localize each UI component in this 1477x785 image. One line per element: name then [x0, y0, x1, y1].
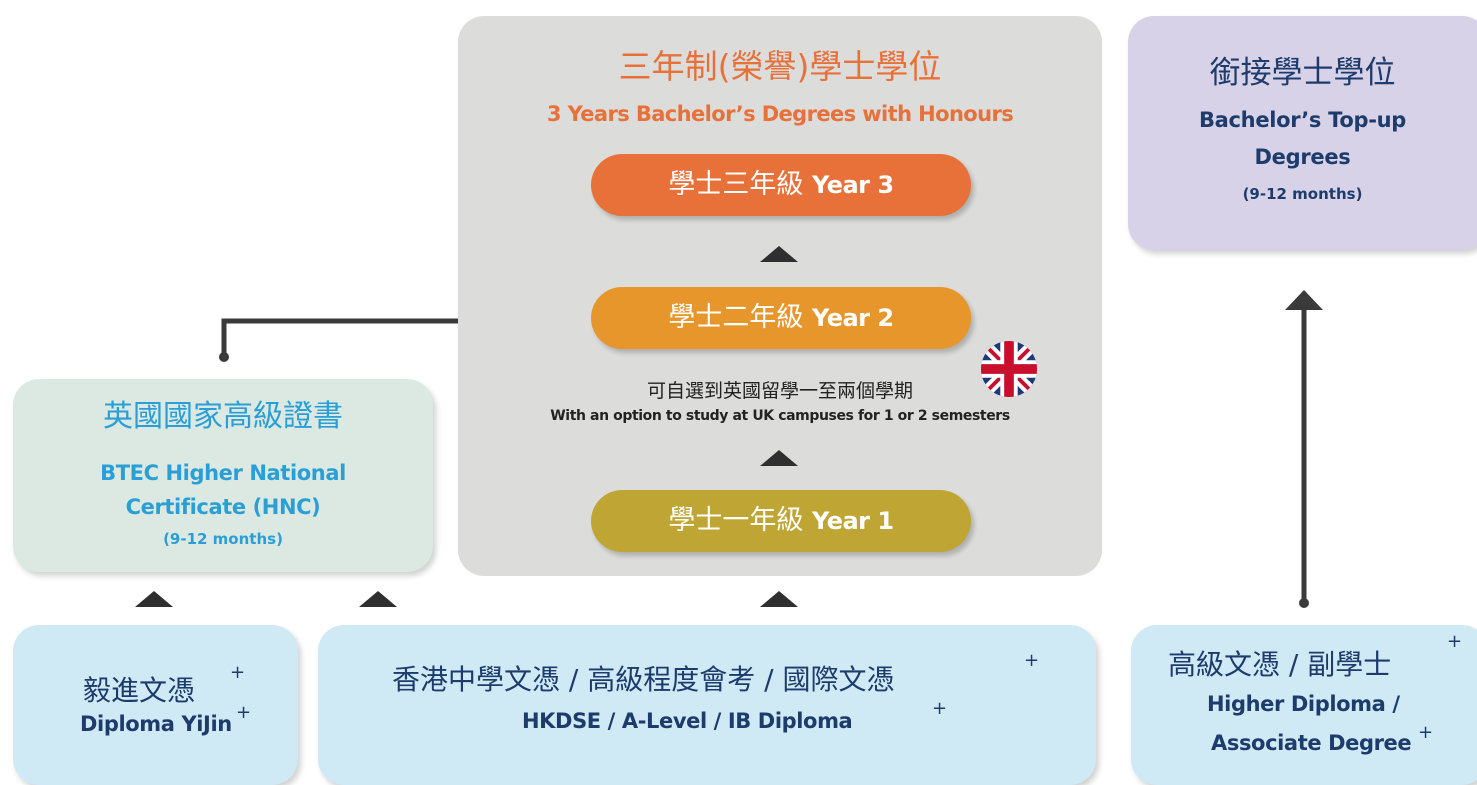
hnc-title-zh: 英國國家高級證書 — [103, 399, 343, 434]
year2-label-en: Year 2 — [812, 304, 894, 332]
plus-mark: + — [1024, 650, 1040, 671]
hnc-connector-dot — [219, 352, 229, 362]
plus-mark: + — [1447, 631, 1463, 652]
hnc-box — [13, 379, 433, 572]
topup-title-en-line2: Degrees — [1254, 145, 1351, 169]
yijin-title-zh: 毅進文憑 — [83, 674, 196, 707]
hd-connector-dot — [1299, 598, 1309, 608]
hnc-to-year2-connector — [221, 318, 523, 357]
year3-pill: 學士三年級 Year 3 — [591, 154, 971, 216]
hnc-title-en: BTEC Higher National Certificate (HNC) — [13, 456, 433, 524]
higher-diploma-box — [1131, 625, 1477, 785]
uk-flag-icon — [980, 340, 1038, 398]
year1-pill: 學士一年級 Year 1 — [591, 490, 971, 552]
year2-pill: 學士二年級 Year 2 — [591, 287, 971, 349]
plus-mark: + — [230, 662, 246, 683]
plus-mark: + — [1418, 722, 1434, 743]
up-arrow-triangle-icon — [760, 450, 798, 466]
bachelor-title-en: 3 Years Bachelor’s Degrees with Honours — [546, 102, 1014, 126]
year3-label-zh: 學士三年級 — [668, 169, 804, 200]
year3-label-en: Year 3 — [812, 171, 894, 199]
hnc-title-en-line1: BTEC Higher National — [100, 461, 346, 485]
yijin-box — [13, 625, 298, 785]
topup-title-en-line1: Bachelor’s Top-up — [1198, 108, 1407, 132]
plus-mark: + — [236, 702, 252, 723]
bachelor-title-zh: 三年制(榮譽)學士學位 — [618, 47, 942, 86]
up-arrow-triangle-icon — [760, 591, 798, 607]
hnc-duration: (9-12 months) — [163, 530, 283, 548]
uk-option-en: With an option to study at UK campuses f… — [550, 408, 1010, 424]
hd-title-zh: 高級文憑 / 副學士 — [1168, 648, 1392, 681]
yijin-title-en: Diploma YiJin — [80, 712, 232, 736]
hd-title-en-line2: Associate Degree — [1211, 731, 1412, 755]
year2-label-zh: 學士二年級 — [668, 302, 804, 333]
topup-title-zh: 銜接學士學位 — [1209, 55, 1396, 91]
up-arrow-triangle-icon — [135, 591, 173, 607]
hkdse-title-zh: 香港中學文憑 / 高級程度會考 / 國際文憑 — [392, 663, 895, 696]
topup-title-en: Bachelor’s Top-up Degrees — [1128, 102, 1477, 176]
hkdse-title-en: HKDSE / A-Level / IB Diploma — [522, 709, 853, 733]
up-arrow-triangle-icon — [359, 591, 397, 607]
topup-duration: (9-12 months) — [1242, 185, 1363, 203]
year1-label-zh: 學士一年級 — [668, 505, 804, 536]
year1-label-en: Year 1 — [812, 507, 894, 535]
up-arrow-icon — [1285, 290, 1323, 310]
hnc-title-en-line2: Certificate (HNC) — [125, 495, 321, 519]
hkdse-box — [318, 625, 1096, 785]
topup-box — [1128, 16, 1477, 250]
hd-title-en-line1: Higher Diploma / — [1207, 692, 1400, 716]
uk-option-zh: 可自選到英國留學一至兩個學期 — [646, 380, 913, 402]
plus-mark: + — [932, 698, 948, 719]
up-arrow-triangle-icon — [760, 246, 798, 262]
